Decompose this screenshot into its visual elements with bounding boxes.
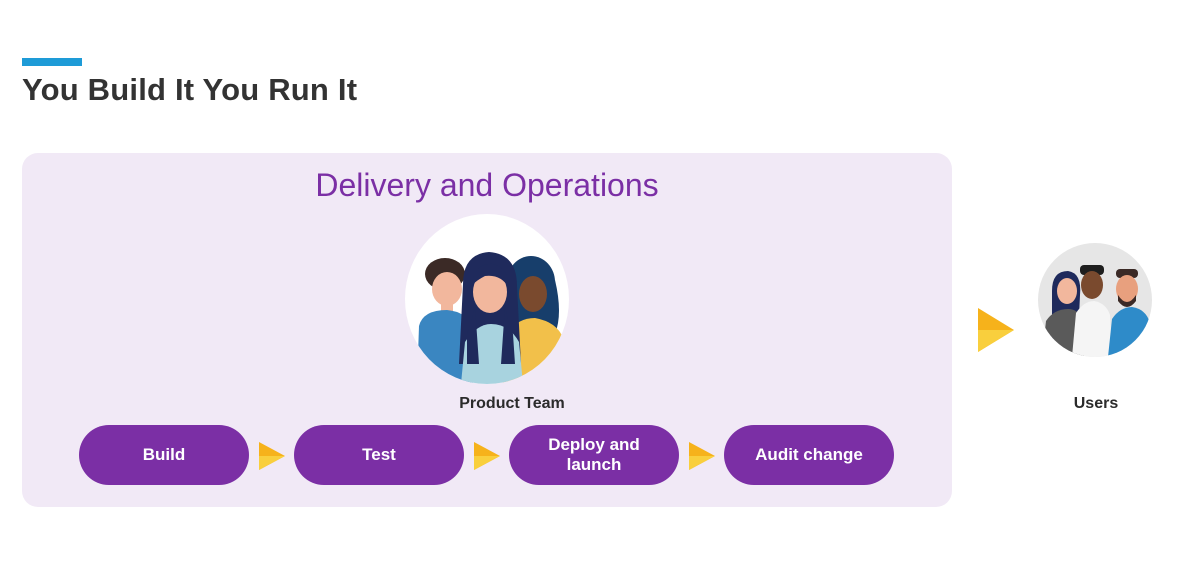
step-deploy-launch-button[interactable]: Deploy and launch bbox=[509, 425, 679, 485]
delivery-operations-panel: Delivery and Operations Product Team Bui… bbox=[22, 153, 952, 507]
users-illustration bbox=[1042, 265, 1152, 357]
flow-arrow-icon bbox=[259, 442, 285, 470]
title-accent-bar bbox=[22, 58, 82, 66]
users-label: Users bbox=[1073, 395, 1119, 412]
product-team-label: Product Team bbox=[459, 395, 565, 412]
step-build-button[interactable]: Build bbox=[79, 425, 249, 485]
product-team-icon bbox=[405, 214, 569, 384]
panel-title: Delivery and Operations bbox=[315, 167, 659, 203]
flow-arrow-icon bbox=[474, 442, 500, 470]
users-icon bbox=[1038, 243, 1152, 357]
flow-arrow-icon bbox=[689, 442, 715, 470]
step-audit-change-button[interactable]: Audit change bbox=[724, 425, 894, 485]
to-users-arrow-icon bbox=[978, 308, 1014, 352]
step-test-button[interactable]: Test bbox=[294, 425, 464, 485]
product-team-illustration bbox=[417, 252, 565, 384]
page-title: You Build It You Run It bbox=[22, 72, 358, 107]
